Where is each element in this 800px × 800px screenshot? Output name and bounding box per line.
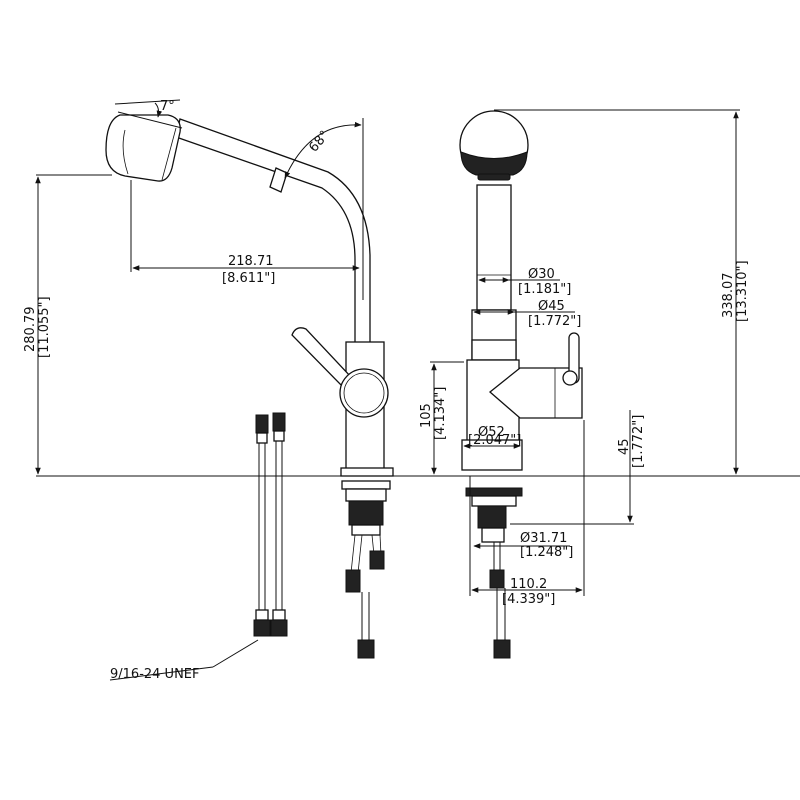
width-in-label: [4.339"] bbox=[502, 592, 555, 607]
body-height-in-label: [4.134"] bbox=[433, 387, 448, 440]
spout-dia-mm-label: Ø30 bbox=[528, 267, 555, 282]
body-dia-in-label: [1.772"] bbox=[528, 314, 581, 329]
front-cartridge bbox=[488, 367, 583, 419]
shank-dia-in-label: [1.248"] bbox=[520, 545, 573, 560]
front-mount-nut bbox=[465, 487, 523, 497]
side-cartridge bbox=[339, 368, 389, 418]
total-height-mm-label: 338.07 bbox=[721, 273, 736, 319]
side-base bbox=[340, 467, 394, 477]
side-thread bbox=[348, 500, 384, 526]
front-spout bbox=[476, 184, 512, 311]
side-weight bbox=[357, 639, 375, 659]
width-mm-label: 110.2 bbox=[510, 577, 547, 592]
angle-68-label: 68° bbox=[306, 128, 332, 155]
side-view: 7° 68° 218.71 [8.611"] 280.79 [11.055"] bbox=[23, 99, 800, 659]
shank-length-in-label: [1.772"] bbox=[631, 415, 646, 468]
height-in-label: [11.055"] bbox=[37, 296, 52, 358]
supply-hoses: 9/16-24 UNEF bbox=[109, 412, 288, 682]
spout-ring bbox=[269, 167, 288, 193]
body-height-mm-label: 105 bbox=[419, 403, 434, 428]
reach-in-label: [8.611"] bbox=[222, 271, 275, 286]
shank-dia-mm-label: Ø31.71 bbox=[520, 531, 567, 546]
base-dia-in-label: [2.047"] bbox=[468, 433, 521, 448]
body-dia-mm-label: Ø45 bbox=[538, 299, 565, 314]
side-lever bbox=[291, 327, 353, 389]
spout-pipe bbox=[175, 118, 371, 346]
angle-7-label: 7° bbox=[160, 99, 175, 114]
shank-length-mm-label: 45 bbox=[617, 438, 632, 455]
side-mount-nut bbox=[341, 480, 391, 490]
base-dia-mm-label: Ø52 bbox=[478, 425, 505, 440]
spout-dia-in-label: [1.181"] bbox=[518, 282, 571, 297]
height-mm-label: 280.79 bbox=[23, 307, 38, 353]
front-weight bbox=[493, 639, 511, 659]
reach-mm-label: 218.71 bbox=[228, 254, 274, 269]
thread-spec-label: 9/16-24 UNEF bbox=[110, 667, 200, 682]
front-view: 338.07 [13.310"] Ø30 [1.181"] Ø45 [1.772… bbox=[419, 109, 750, 659]
total-height-in-label: [13.310"] bbox=[735, 260, 750, 322]
